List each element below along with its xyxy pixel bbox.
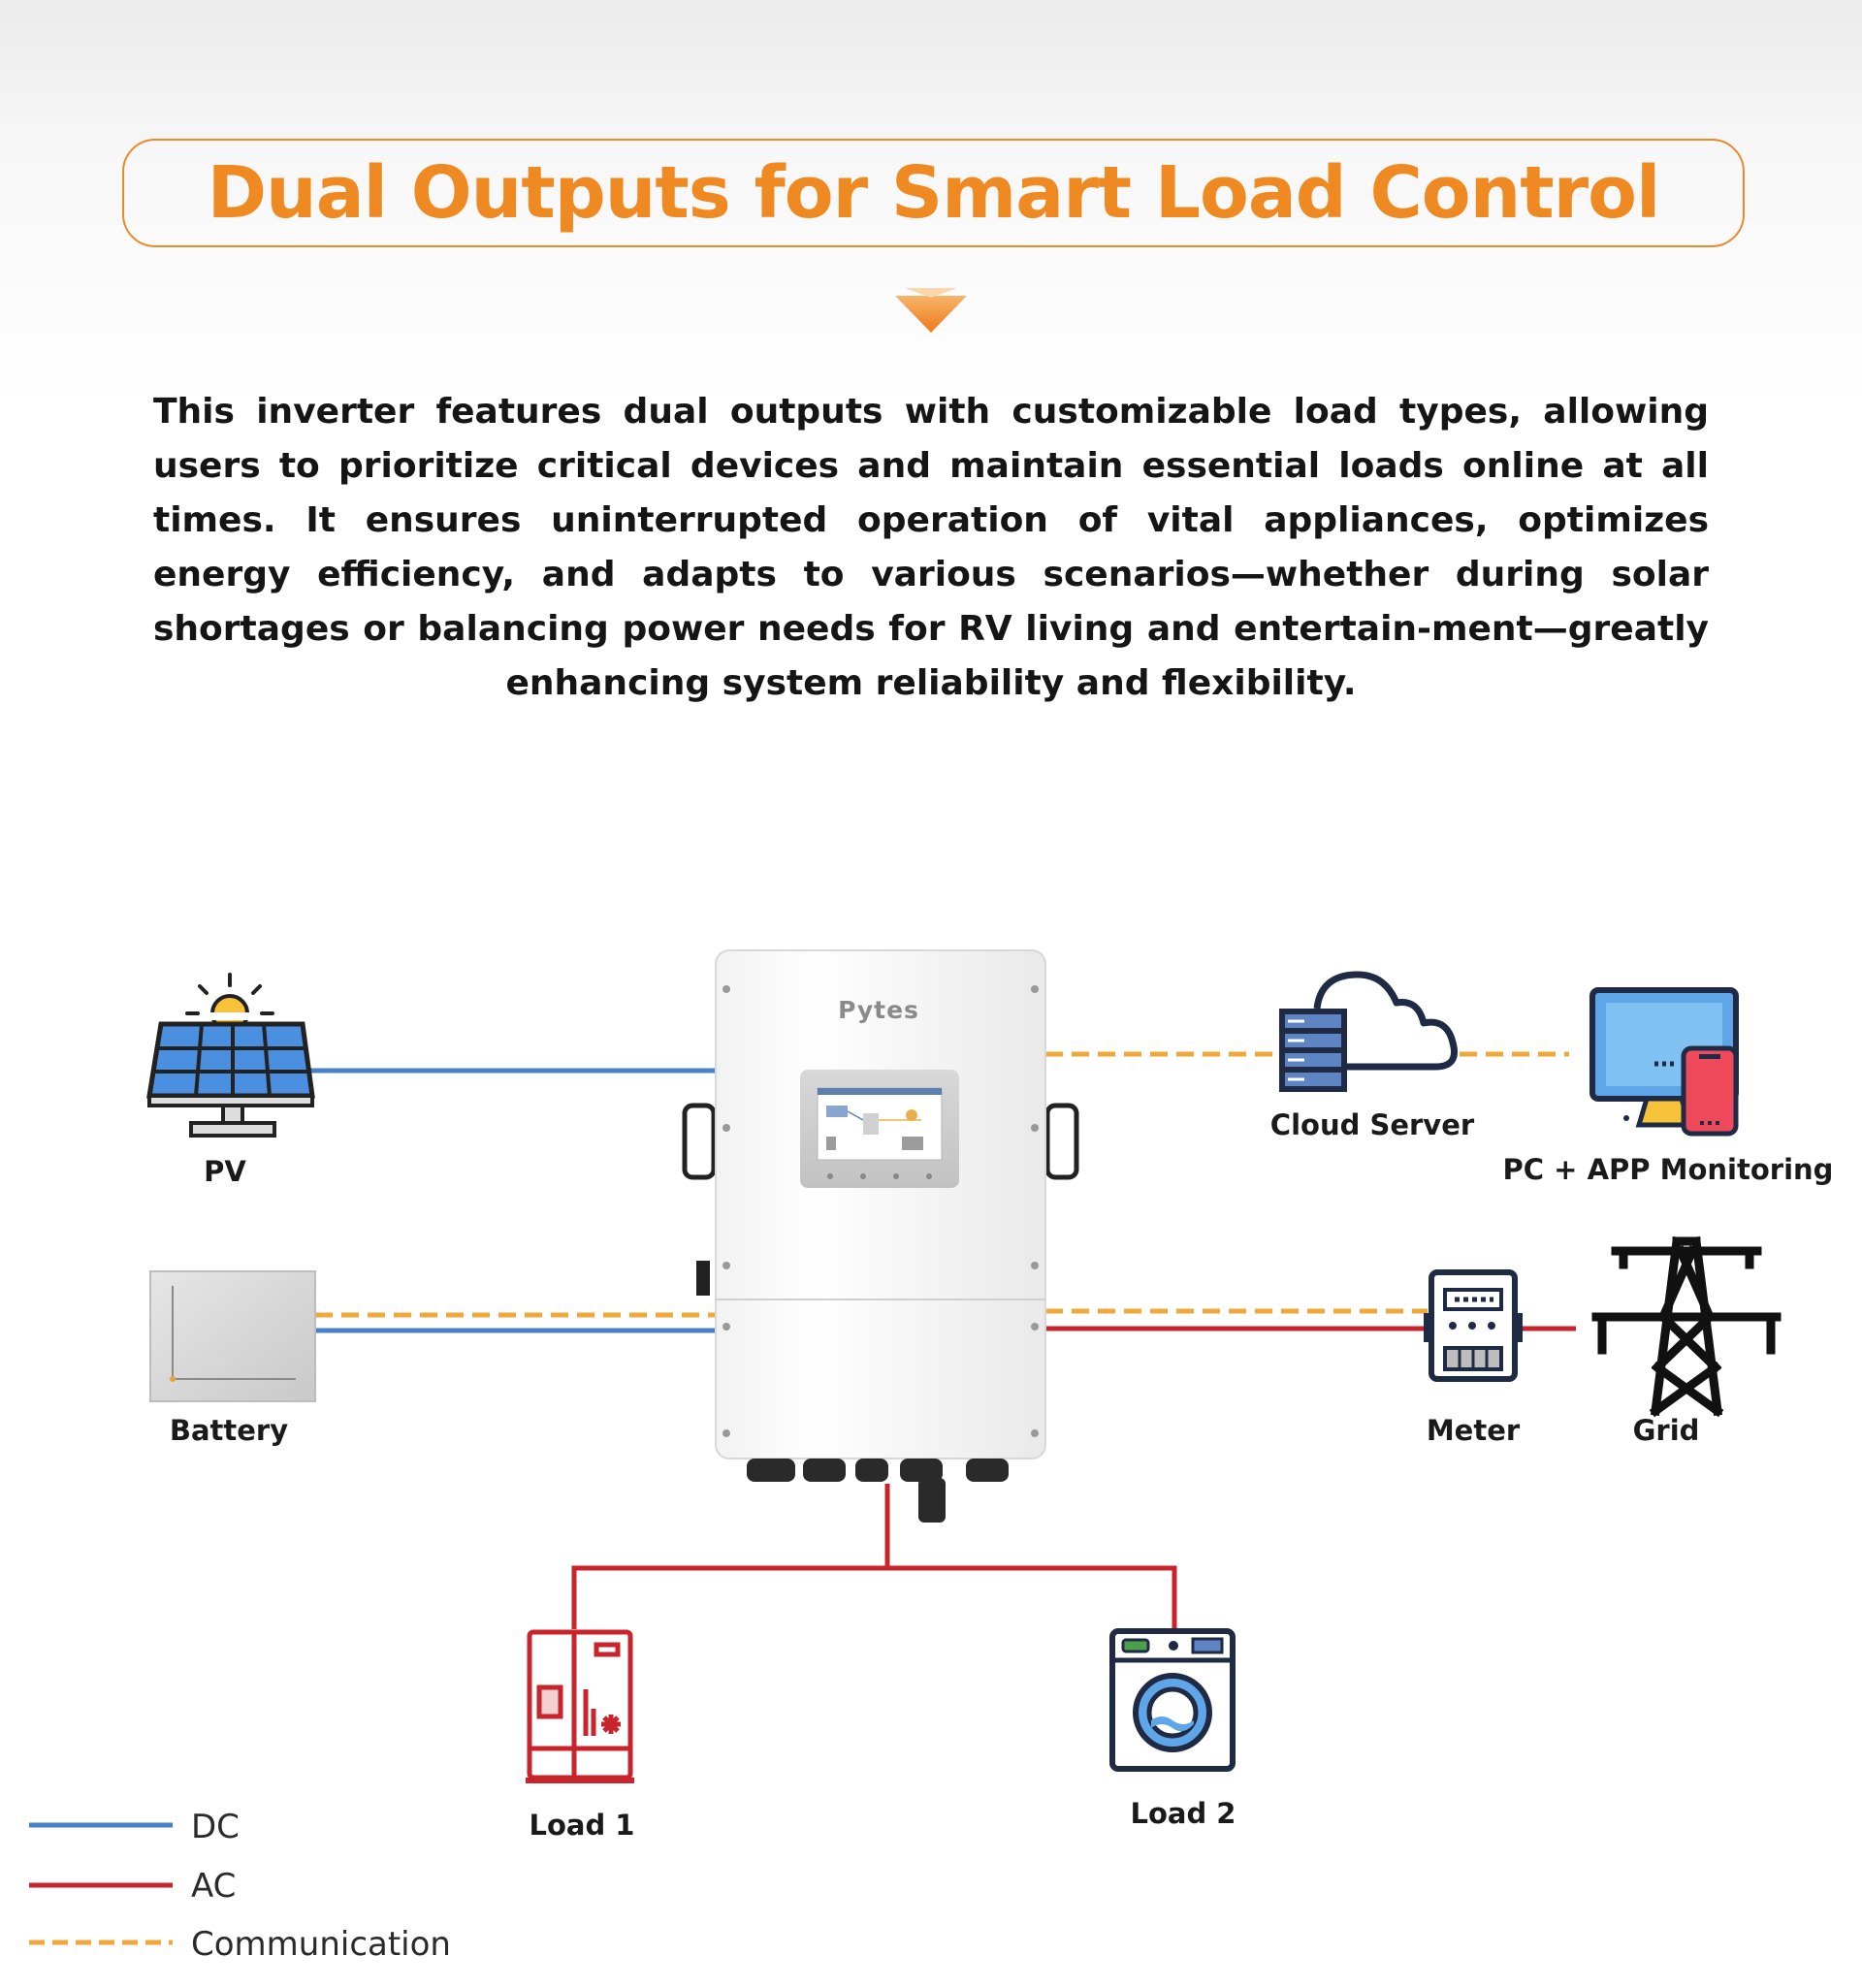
meter-icon <box>1424 1269 1523 1382</box>
battery-label: Battery <box>170 1414 288 1447</box>
transmission-tower-icon <box>1591 1235 1782 1418</box>
washing-machine-icon <box>1109 1628 1236 1772</box>
monitoring-label: PC + APP Monitoring <box>1503 1153 1834 1186</box>
legend-communication-label: Communication <box>191 1925 451 1964</box>
down-arrow-icon <box>895 288 967 333</box>
loads-ac-line <box>571 1484 890 1629</box>
inverter-brand-label: Pytes <box>838 996 919 1024</box>
load2-ac-line <box>887 1565 1177 1629</box>
cloud-server-label: Cloud Server <box>1270 1108 1475 1141</box>
refrigerator-icon <box>526 1629 634 1783</box>
page-title: Dual Outputs for Smart Load Control <box>207 151 1661 235</box>
inverter-unit <box>682 949 1079 1523</box>
legend-dc-label: DC <box>191 1808 240 1846</box>
meter-label: Meter <box>1427 1414 1521 1447</box>
load2-label: Load 2 <box>1130 1797 1236 1830</box>
monitor-phone-icon <box>1589 987 1739 1137</box>
legend-ac-label: AC <box>191 1867 236 1906</box>
description-paragraph: This inverter features dual outputs with… <box>153 392 1709 703</box>
solar-panel-icon <box>146 973 315 1138</box>
grid-label: Grid <box>1633 1414 1700 1447</box>
battery-icon <box>149 1270 316 1402</box>
cloud-server-icon <box>1279 971 1458 1092</box>
legend: DC AC Communication <box>29 1808 451 1964</box>
pv-label: PV <box>204 1155 246 1188</box>
load1-label: Load 1 <box>529 1809 634 1842</box>
title-banner: Dual Outputs for Smart Load Control <box>122 139 1745 247</box>
